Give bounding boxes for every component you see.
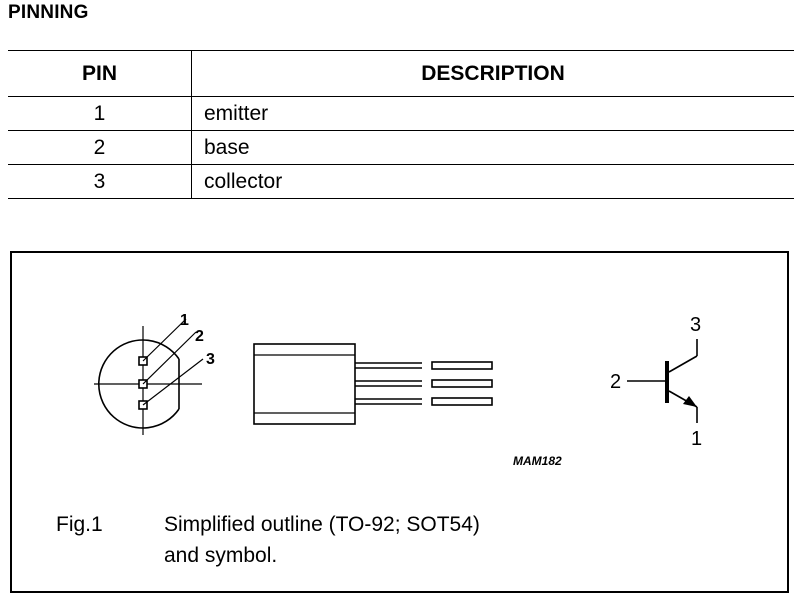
pin-description: emitter xyxy=(191,96,794,131)
pin-number: 2 xyxy=(8,130,192,165)
caption-line-1: Simplified outline (TO-92; SOT54) xyxy=(164,513,480,536)
caption-text: Simplified outline (TO-92; SOT54) and sym… xyxy=(164,509,644,571)
drawing-code: MAM182 xyxy=(513,454,562,468)
npn-transistor-symbol xyxy=(627,339,698,423)
section-title: PINNING xyxy=(8,2,89,23)
outline-pin-label-2: 2 xyxy=(195,328,204,345)
caption-number: Fig.1 xyxy=(56,513,103,536)
column-header-pin: PIN xyxy=(8,50,192,97)
outline-pin-label-3: 3 xyxy=(206,351,215,368)
pin-number: 3 xyxy=(8,164,192,199)
pinning-table: PIN DESCRIPTION 1 emitter 2 base 3 colle… xyxy=(8,50,794,199)
column-header-description: DESCRIPTION xyxy=(191,50,794,97)
table-row: 1 emitter xyxy=(8,96,794,131)
pin-number: 1 xyxy=(8,96,192,131)
symbol-base-label: 2 xyxy=(610,371,621,393)
figure-box: 1 2 3 3 2 1 xyxy=(10,251,789,593)
package-side-view xyxy=(253,343,493,425)
table-row: 3 collector xyxy=(8,164,794,199)
figure-drawing: 1 2 3 3 2 1 xyxy=(94,312,702,468)
package-bottom-view xyxy=(94,318,204,435)
caption-line-2: and symbol. xyxy=(164,544,278,567)
outline-pin-label-1: 1 xyxy=(180,312,189,329)
symbol-emitter-label: 1 xyxy=(691,428,702,450)
symbol-collector-label: 3 xyxy=(690,314,701,336)
pin-description: collector xyxy=(191,164,794,199)
table-header-row: PIN DESCRIPTION xyxy=(8,50,794,97)
table-row: 2 base xyxy=(8,130,794,165)
pin-description: base xyxy=(191,130,794,165)
figure-caption: Fig.1 Simplified outline (TO-92; SOT54) an… xyxy=(56,509,644,571)
